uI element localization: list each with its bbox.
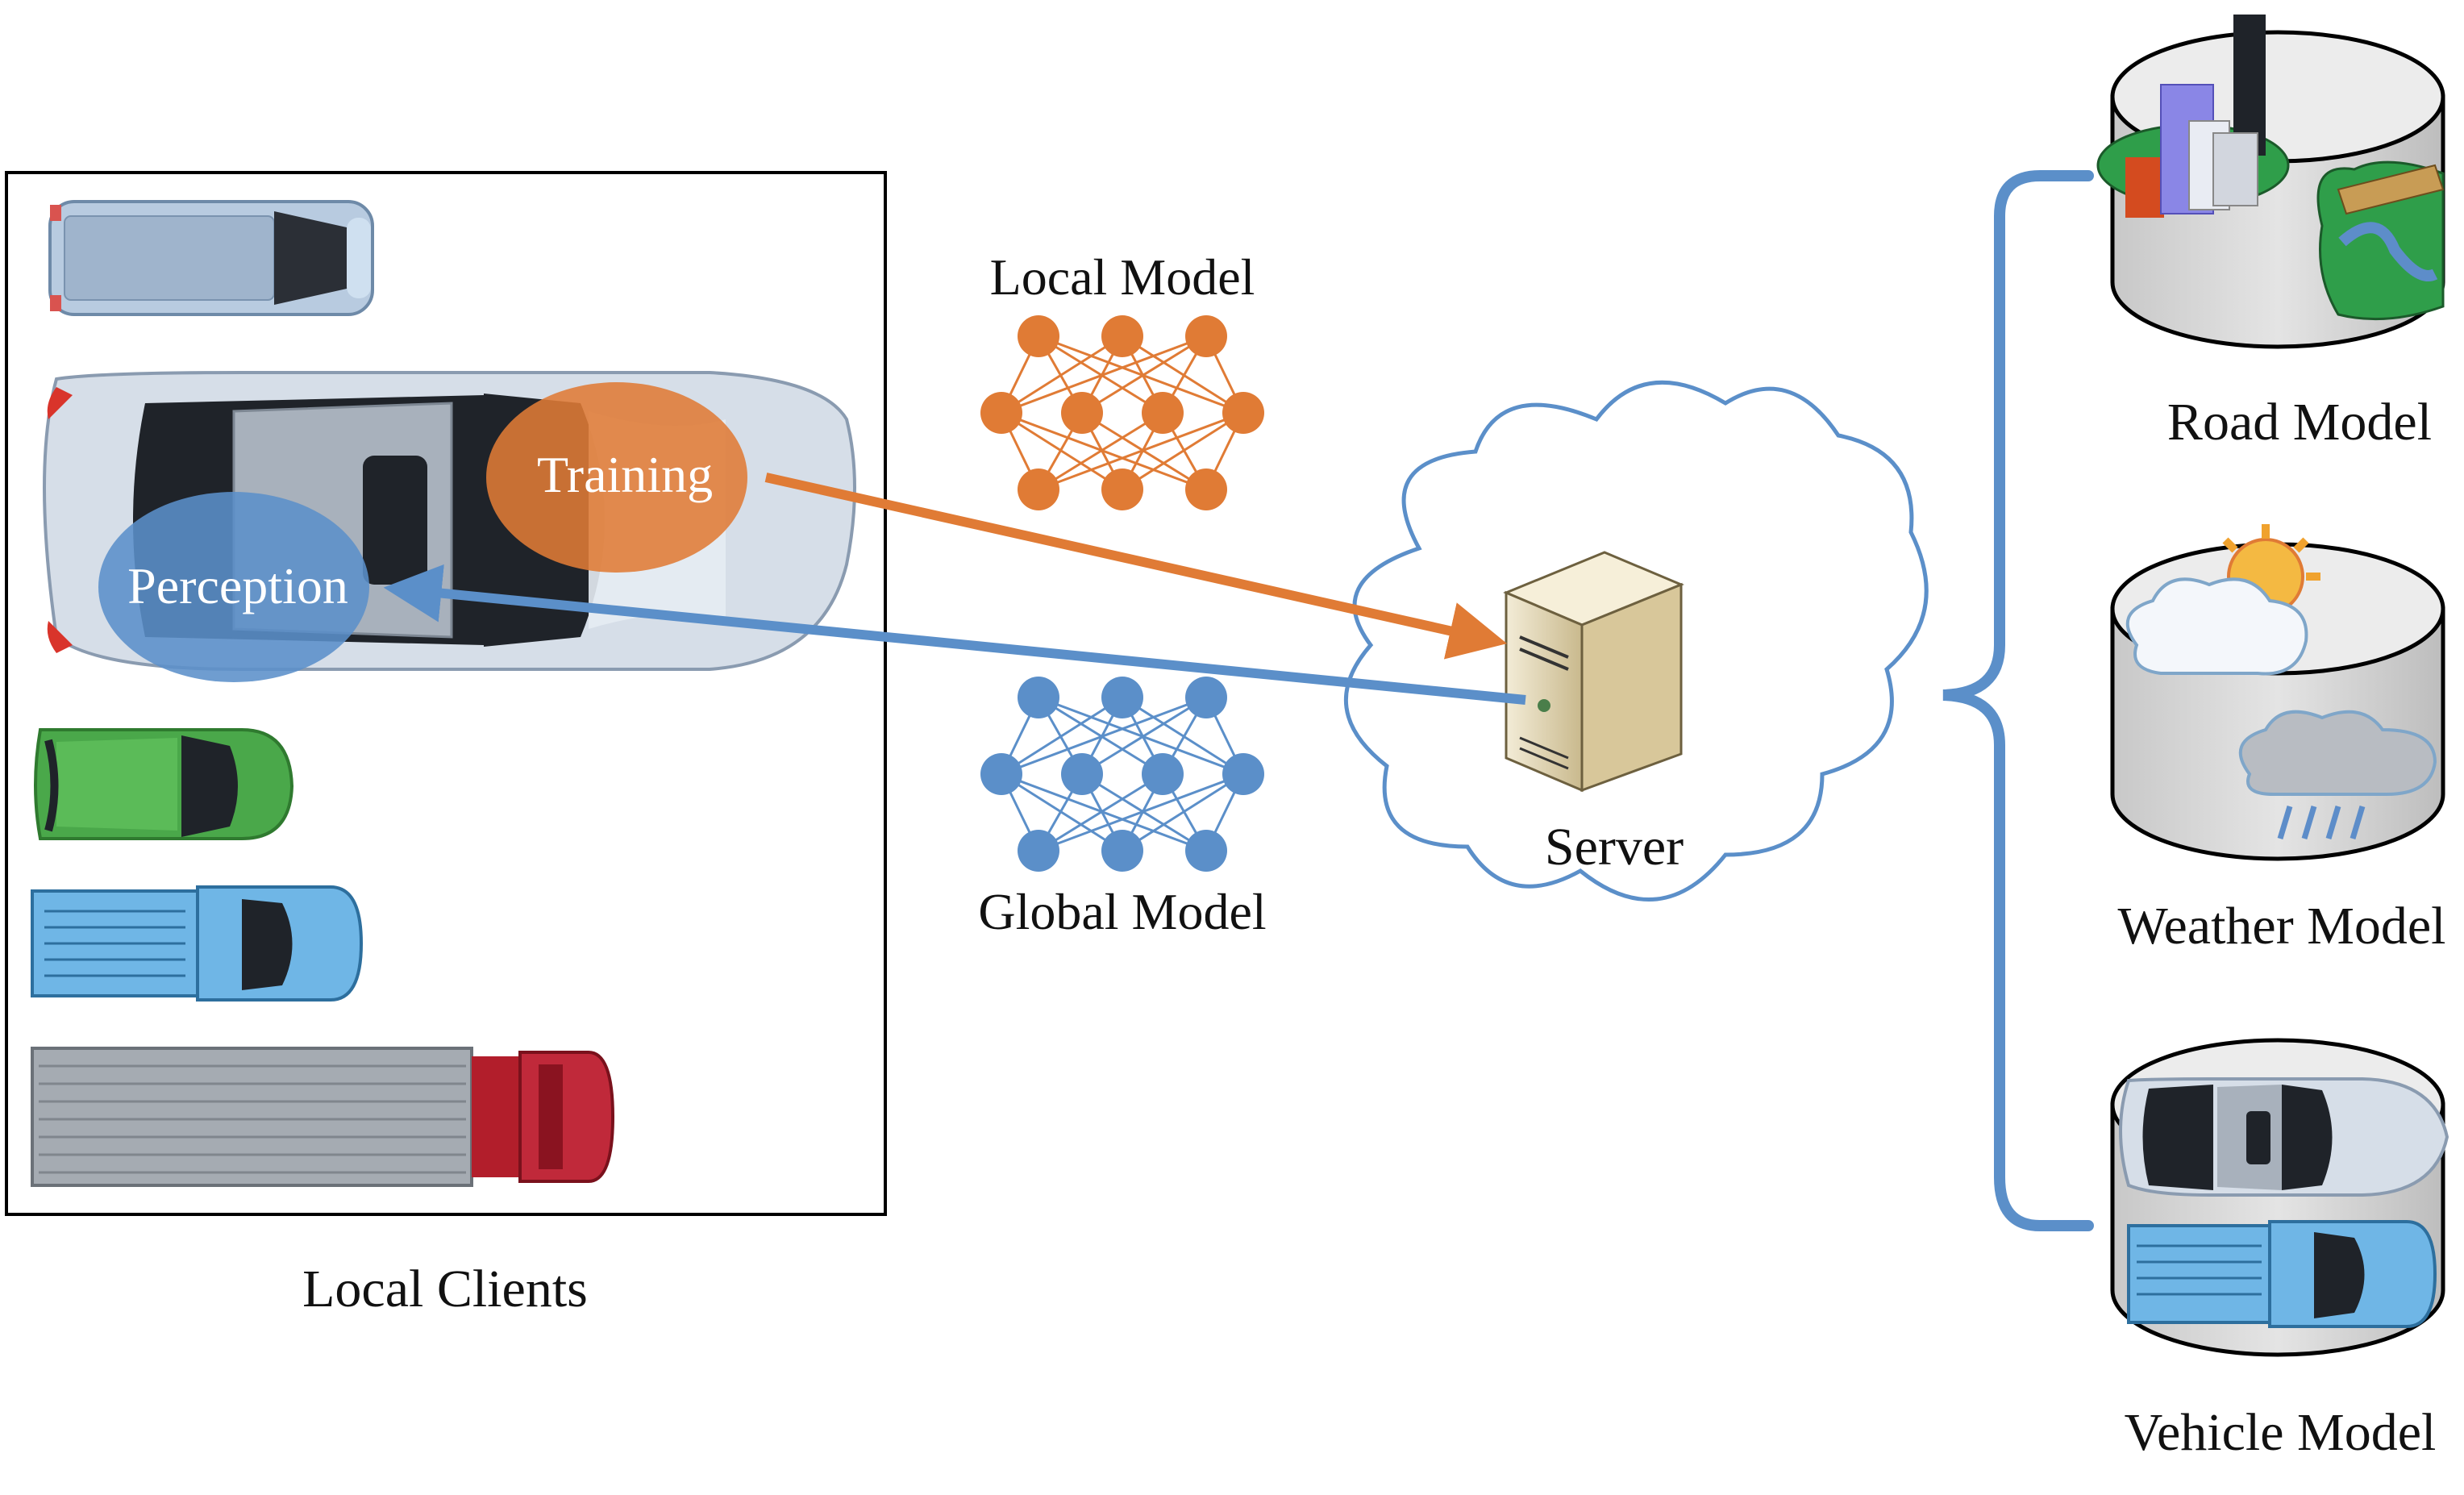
brace-icon: [1942, 170, 2094, 1231]
local-model-network-icon: [980, 315, 1264, 510]
global-model-node: [1142, 753, 1184, 795]
local-model-node: [1018, 315, 1059, 357]
network-edge: [1001, 411, 1207, 491]
global-model-node: [980, 753, 1022, 795]
local-model-node: [1222, 392, 1264, 434]
local-model-node: [1061, 392, 1103, 434]
semi-truck-icon: [31, 1047, 615, 1187]
network-edge: [1001, 772, 1123, 852]
global-model-node: [1101, 830, 1143, 872]
green-car-icon: [34, 728, 294, 840]
upload-arrow: [764, 473, 1508, 660]
network-edge: [1001, 772, 1207, 852]
local-clients-group: Training Perception: [5, 171, 887, 1216]
network-edge: [1038, 772, 1163, 852]
server-tower-icon: [1503, 551, 1684, 793]
network-edge: [1001, 411, 1123, 491]
network-edge: [1122, 772, 1244, 852]
server-label: Server: [1545, 818, 1684, 877]
local-model-node: [1142, 392, 1184, 434]
network-edge: [1038, 335, 1244, 414]
global-model-label: Global Model: [978, 883, 1266, 940]
network-edge: [1081, 696, 1207, 776]
global-model-node: [1018, 830, 1059, 872]
network-edge: [1001, 335, 1123, 414]
network-edge: [1001, 335, 1207, 414]
local-model-node: [1185, 468, 1227, 510]
network-edge: [1038, 411, 1163, 491]
network-edge: [1001, 696, 1207, 776]
city-road-icon: [2096, 15, 2445, 321]
global-model-node: [1222, 753, 1264, 795]
network-edge: [1122, 411, 1244, 491]
network-edge: [1081, 335, 1207, 414]
global-model-node: [1185, 677, 1227, 718]
perception-label: Perception: [127, 557, 348, 614]
global-model-node: [1185, 830, 1227, 872]
network-edge: [1038, 772, 1244, 852]
global-model-node: [1018, 677, 1059, 718]
local-model-node: [1101, 315, 1143, 357]
weather-model-label: Weather Model: [2117, 897, 2445, 956]
road-model-label: Road Model: [2167, 393, 2432, 452]
local-model-node: [1101, 468, 1143, 510]
network-edge: [1122, 335, 1244, 414]
local-model-label: Local Model: [990, 248, 1255, 306]
download-arrow: [383, 564, 1526, 705]
training-bubble: [486, 382, 747, 573]
network-edge: [1038, 411, 1244, 491]
global-model-node: [1101, 677, 1143, 718]
local-clients-box: [5, 171, 887, 1216]
sun-cloud-rain-icon: [2125, 524, 2437, 840]
network-edge: [1038, 696, 1244, 776]
network-edge: [1122, 696, 1244, 776]
training-label: Training: [537, 446, 713, 503]
local-model-node: [1185, 315, 1227, 357]
van-icon: [48, 200, 374, 316]
local-clients-label: Local Clients: [302, 1260, 588, 1318]
perception-bubble: [98, 492, 369, 682]
network-edge: [1001, 696, 1123, 776]
local-model-node: [1018, 468, 1059, 510]
car-truck-icon: [2119, 1077, 2449, 1328]
local-model-node: [980, 392, 1022, 434]
global-model-node: [1061, 753, 1103, 795]
vehicle-model-label: Vehicle Model: [2125, 1403, 2437, 1462]
blue-pickup-icon: [31, 885, 364, 1002]
global-model-network-icon: [980, 677, 1264, 872]
